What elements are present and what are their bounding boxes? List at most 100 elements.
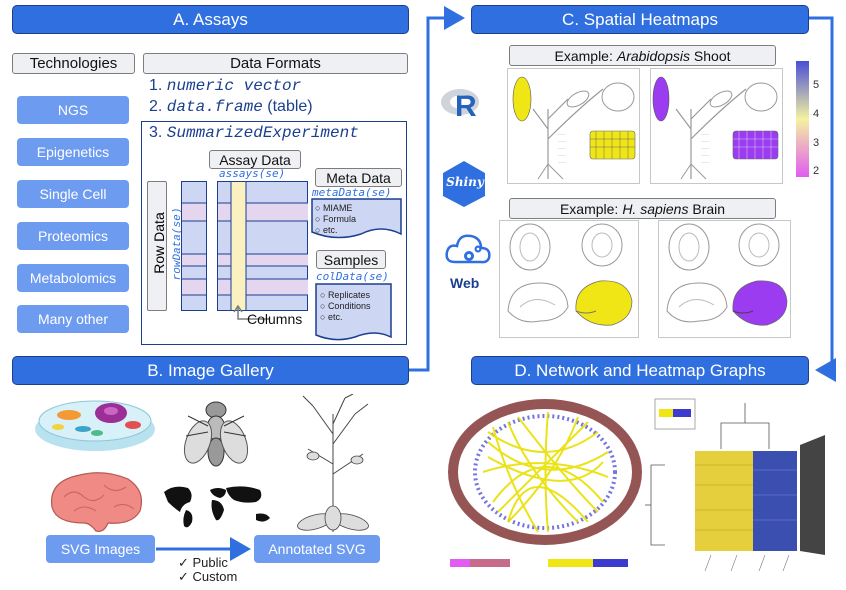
svg-text:——: ——	[701, 145, 709, 150]
shoot-image-yellow: —— —— —— —— ——	[507, 68, 640, 184]
network-graph	[448, 399, 642, 567]
svg-text:——: ——	[701, 138, 709, 143]
svg-text:——: ——	[558, 138, 566, 143]
tech-ngs[interactable]: NGS	[17, 96, 129, 124]
format-2: 2. data.frame (table)	[149, 98, 313, 116]
sample-items-list: ○ Replicates ○ Conditions ○ etc.	[320, 290, 370, 323]
example-brain-title: Example: H. sapiens Brain	[509, 198, 776, 219]
tech-ngs-label: NGS	[57, 102, 89, 118]
brain-image-purple	[658, 220, 791, 338]
tech-epigenetics-label: Epigenetics	[36, 144, 110, 160]
arrow-b-to-c	[409, 6, 465, 372]
brain-drawing-purple	[666, 223, 788, 326]
samples-label-box: Samples	[316, 250, 386, 269]
assay-data-code: assays(se)	[219, 167, 286, 180]
svg-text:——: ——	[701, 152, 709, 157]
meta-items-list: ○ MIAME ○ Formula ○ etc.	[315, 203, 356, 236]
tech-metabolomics-label: Metabolomics	[29, 270, 117, 286]
panel-a-header: A. Assays	[12, 5, 409, 34]
brain-image-yellow	[499, 220, 639, 338]
assay-data-matrix	[217, 181, 308, 311]
shoot-drawing-yellow: —— —— —— —— ——	[512, 76, 636, 180]
shiny-logo-icon: Shiny	[442, 160, 486, 208]
row-data-label: Row Data	[151, 212, 167, 274]
annotated-svg-button[interactable]: Annotated SVG	[254, 535, 380, 563]
annotated-svg-label: Annotated SVG	[268, 541, 366, 557]
panel-a-title: A. Assays	[173, 9, 248, 29]
meta-data-code: metaData(se)	[312, 186, 392, 199]
samples-doc	[315, 283, 392, 341]
data-formats-label-box: Data Formats	[143, 53, 408, 74]
samples-code: colData(se)	[316, 270, 389, 283]
format-3: 3. SummarizedExperiment	[149, 124, 359, 142]
svg-text:——: ——	[558, 152, 566, 157]
tech-proteomics[interactable]: Proteomics	[17, 222, 129, 250]
columns-label: Columns	[247, 311, 303, 327]
colorbar-tick: 5	[813, 79, 820, 91]
format-3-number: 3.	[149, 124, 163, 141]
panel-b-header: B. Image Gallery	[12, 356, 409, 385]
samples-label: Samples	[323, 251, 379, 268]
summarized-experiment-box	[141, 121, 407, 345]
row-data-strip	[181, 181, 207, 311]
shoot-image-purple: —— —— —— —— ——	[650, 68, 783, 184]
sample-item: ○ Replicates	[320, 290, 370, 300]
technologies-label: Technologies	[29, 55, 118, 72]
svg-images-button[interactable]: SVG Images	[46, 535, 155, 563]
sample-item: ○ Conditions	[320, 301, 371, 311]
heatmap-colorbar	[796, 61, 809, 177]
panel-c-header: C. Spatial Heatmaps	[471, 5, 809, 34]
panel-d-title: D. Network and Heatmap Graphs	[514, 360, 766, 380]
tech-proteomics-label: Proteomics	[37, 228, 109, 244]
custom-check: ✓ Custom	[178, 569, 238, 584]
svg-text:——: ——	[558, 145, 566, 150]
format-1-code: numeric vector	[166, 77, 302, 95]
tech-epigenetics[interactable]: Epigenetics	[17, 138, 129, 166]
format-2-code: data.frame	[166, 98, 263, 116]
columns-arrow	[233, 305, 270, 320]
meta-item: ○ etc.	[315, 225, 338, 235]
web-cloud-icon	[445, 232, 491, 268]
tech-many-other-label: Many other	[37, 311, 109, 327]
panel-d-header: D. Network and Heatmap Graphs	[471, 356, 809, 385]
tech-metabolomics[interactable]: Metabolomics	[17, 264, 129, 292]
colorbar-tick: 2	[813, 165, 820, 177]
public-check: ✓ Public	[178, 555, 228, 570]
format-1-number: 1.	[149, 77, 163, 94]
tech-single-cell-label: Single Cell	[39, 186, 107, 202]
r-logo-letter: R	[455, 90, 477, 123]
meta-item: ○ MIAME	[315, 203, 353, 213]
assay-data-label: Assay Data	[219, 151, 291, 168]
colorbar-tick: 4	[813, 108, 820, 120]
example-shoot-title: Example: Arabidopsis Shoot	[509, 45, 776, 66]
r-logo-icon: R	[440, 86, 484, 126]
format-1: 1. numeric vector	[149, 77, 301, 95]
heatmap-graph	[645, 398, 825, 572]
svg-text:——: ——	[701, 131, 709, 136]
world-map-image	[164, 486, 270, 528]
svg-text:——: ——	[701, 159, 709, 164]
arabidopsis-image	[297, 394, 369, 532]
shoot-drawing-purple: —— —— —— —— ——	[652, 76, 779, 180]
svg-images-label: SVG Images	[60, 541, 141, 557]
format-2-number: 2.	[149, 98, 163, 115]
svg-text:——: ——	[558, 131, 566, 136]
tech-many-other[interactable]: Many other	[17, 305, 129, 333]
web-label: Web	[450, 275, 480, 291]
tech-single-cell[interactable]: Single Cell	[17, 180, 129, 208]
cell-image	[35, 400, 155, 451]
meta-item: ○ Formula	[315, 214, 356, 224]
colorbar-tick: 3	[813, 137, 820, 149]
meta-data-label-box: Meta Data	[315, 168, 402, 187]
panel-c-title: C. Spatial Heatmaps	[562, 9, 718, 29]
panel-b-title: B. Image Gallery	[147, 360, 274, 380]
data-formats-label: Data Formats	[230, 55, 321, 72]
brain-drawing-yellow	[507, 223, 633, 326]
meta-data-label: Meta Data	[326, 169, 391, 186]
assay-data-label-box: Assay Data	[209, 150, 301, 169]
fly-image	[183, 401, 249, 467]
format-2-plain: (table)	[267, 98, 313, 115]
arrow-c-to-d	[809, 16, 836, 382]
svg-text:——: ——	[558, 159, 566, 164]
